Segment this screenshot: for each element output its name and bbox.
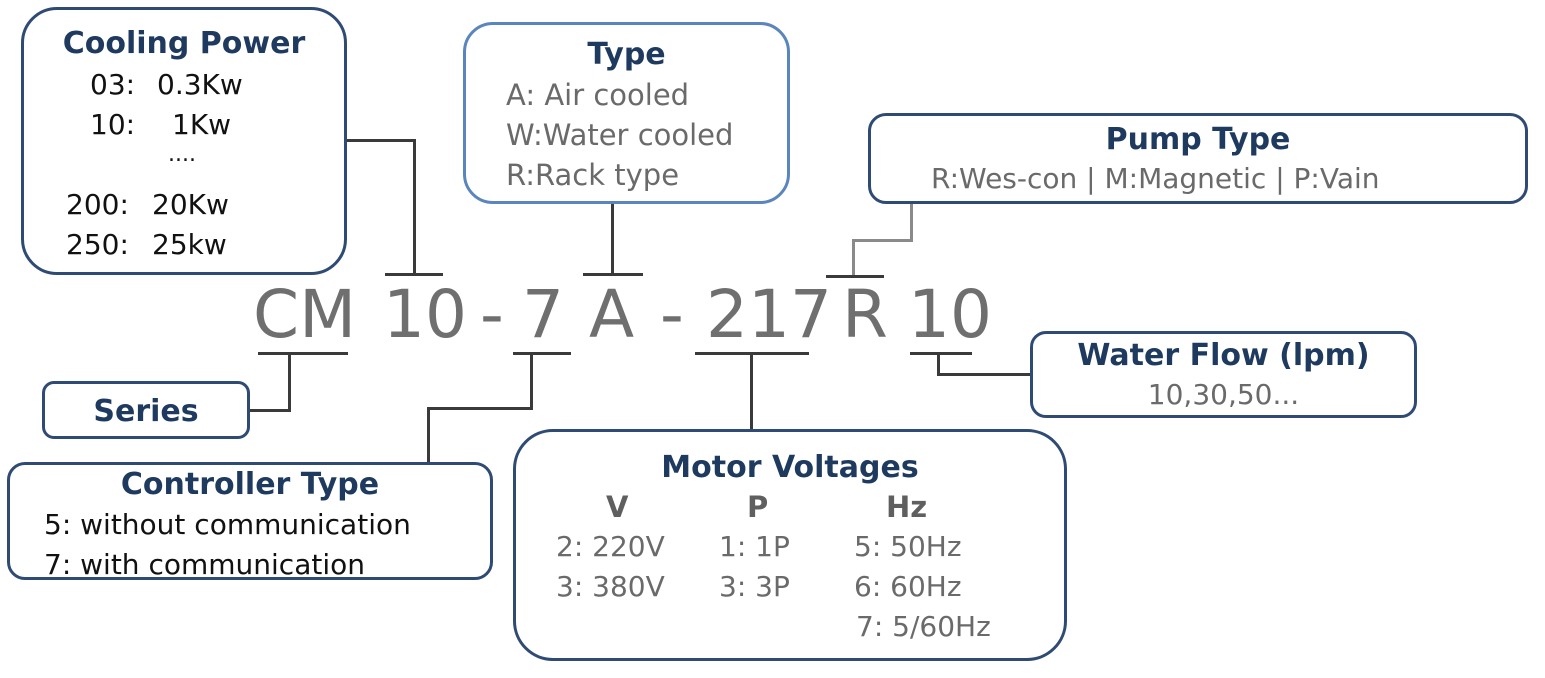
cooling-underline-top bbox=[385, 273, 443, 276]
type-title: Type bbox=[587, 37, 666, 72]
motor-voltages-title: Motor Voltages bbox=[661, 450, 919, 485]
motor-p-3: 3: 3P bbox=[719, 570, 790, 603]
water-flow-title: Water Flow (lpm) bbox=[1077, 338, 1370, 373]
pump-connector-h bbox=[852, 239, 913, 242]
flow-connector-h bbox=[937, 373, 1032, 376]
type-connector-v bbox=[611, 203, 614, 275]
cooling-value-10: 1Kw bbox=[172, 108, 232, 141]
type-water-cooled: W:Water cooled bbox=[506, 118, 734, 152]
series-underline bbox=[258, 352, 348, 355]
series-connector-h bbox=[248, 409, 291, 412]
controller-connector-v2 bbox=[427, 407, 430, 464]
cooling-ellipsis: .... bbox=[168, 142, 196, 167]
pump-connector-v1 bbox=[910, 203, 913, 242]
pump-type-title: Pump Type bbox=[1105, 122, 1291, 157]
cooling-code-03: 03: bbox=[90, 68, 136, 101]
controller-type-box: Controller Type 5: without communication… bbox=[7, 462, 493, 581]
cooling-value-03: 0.3Kw bbox=[157, 68, 243, 101]
cooling-connector-h bbox=[346, 139, 416, 142]
motor-header-hz: Hz bbox=[886, 490, 928, 524]
cooling-code-10: 10: bbox=[90, 108, 136, 141]
controller-without-communication: 5: without communication bbox=[44, 508, 411, 541]
motor-hz-50: 5: 50Hz bbox=[854, 530, 962, 563]
series-box: Series bbox=[42, 381, 250, 439]
motor-hz-5-60: 7: 5/60Hz bbox=[856, 610, 991, 643]
motor-v-220: 2: 220V bbox=[556, 530, 665, 563]
type-underline-top bbox=[583, 273, 643, 276]
series-title: Series bbox=[93, 394, 199, 429]
controller-connector-v1 bbox=[530, 352, 533, 410]
code-cooling: 10 bbox=[383, 276, 467, 353]
code-dash-1: - bbox=[480, 276, 504, 353]
controller-underline bbox=[513, 352, 571, 355]
code-controller: 7 bbox=[522, 276, 564, 353]
type-air-cooled: A: Air cooled bbox=[506, 78, 690, 112]
controller-connector-h bbox=[427, 407, 533, 410]
cooling-value-200: 20Kw bbox=[152, 188, 229, 221]
cooling-power-title: Cooling Power bbox=[62, 26, 306, 61]
flow-connector-v bbox=[937, 352, 940, 376]
motor-voltages-box: Motor Voltages V P Hz 2: 220V 3: 380V 1:… bbox=[513, 429, 1067, 661]
pump-type-box: Pump Type R:Wes-con | M:Magnetic | P:Vai… bbox=[868, 113, 1528, 204]
motor-v-380: 3: 380V bbox=[556, 570, 665, 603]
code-dash-2: - bbox=[660, 276, 684, 353]
controller-with-communication: 7: with communication bbox=[44, 548, 365, 581]
cooling-power-box: Cooling Power 03: 0.3Kw 10: 1Kw .... 200… bbox=[21, 7, 347, 275]
controller-type-title: Controller Type bbox=[120, 467, 380, 502]
type-rack: R:Rack type bbox=[506, 158, 680, 192]
pump-underline-top bbox=[826, 275, 884, 278]
cooling-value-250: 25kw bbox=[152, 228, 227, 261]
pump-type-options: R:Wes-con | M:Magnetic | P:Vain bbox=[931, 162, 1380, 195]
flow-underline bbox=[910, 352, 972, 355]
code-flow: 10 bbox=[908, 276, 992, 353]
cooling-code-200: 200: bbox=[66, 188, 129, 221]
motor-header-p: P bbox=[747, 490, 769, 524]
water-flow-box: Water Flow (lpm) 10,30,50... bbox=[1030, 331, 1417, 418]
water-flow-values: 10,30,50... bbox=[1147, 378, 1300, 411]
motor-hz-60: 6: 60Hz bbox=[854, 570, 962, 603]
type-box: Type A: Air cooled W:Water cooled R:Rack… bbox=[463, 22, 790, 204]
motor-p-1: 1: 1P bbox=[719, 530, 790, 563]
code-pump: R bbox=[842, 276, 888, 353]
pump-connector-v2 bbox=[852, 239, 855, 276]
cooling-code-250: 250: bbox=[66, 228, 129, 261]
cooling-connector-v bbox=[413, 139, 416, 275]
motor-connector-v bbox=[750, 352, 753, 431]
motor-header-v: V bbox=[606, 490, 629, 524]
code-voltage: 217 bbox=[706, 276, 832, 353]
series-connector-v bbox=[288, 352, 291, 412]
code-series: CM bbox=[253, 276, 357, 353]
code-type: A bbox=[589, 276, 635, 353]
